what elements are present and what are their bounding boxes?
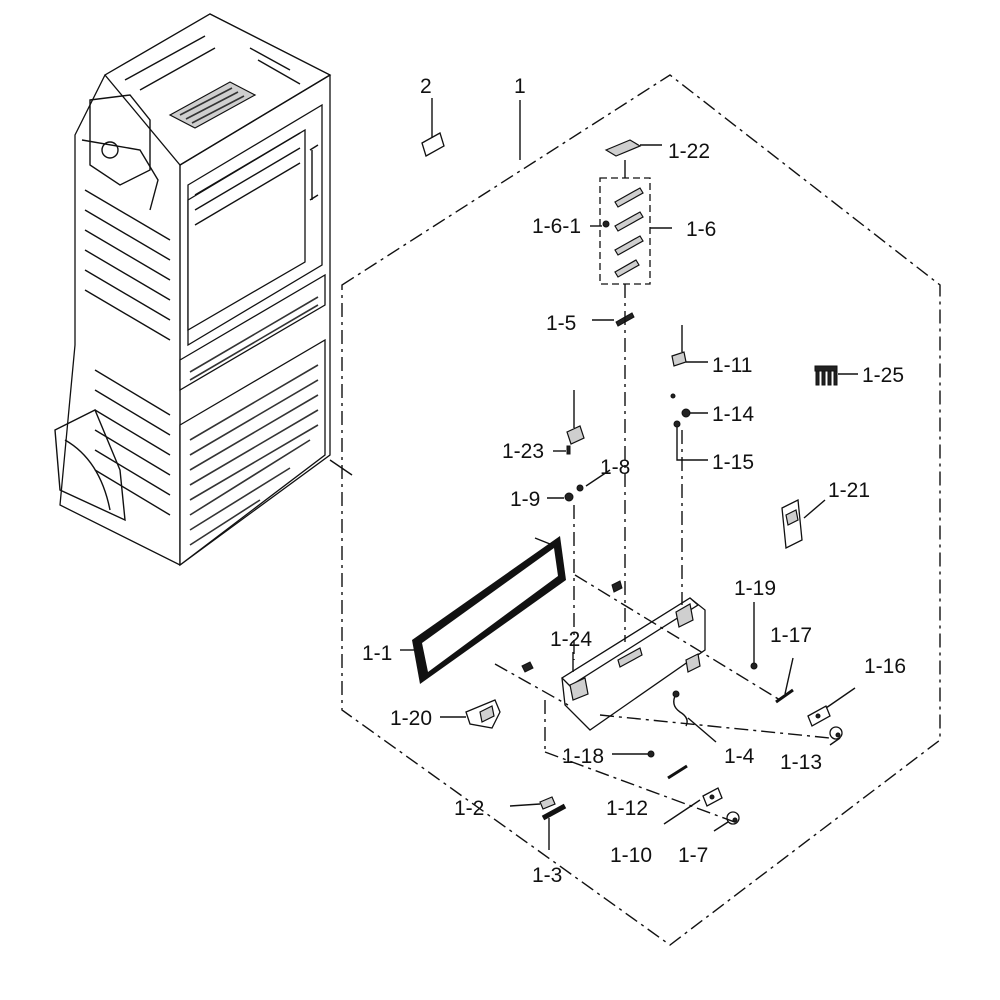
- part-1-7-cap: [726, 811, 740, 825]
- parts: [412, 116, 843, 825]
- label-1-18: 1-18: [562, 745, 604, 768]
- part-1-4-wire: [672, 690, 688, 727]
- label-1-16: 1-16: [864, 655, 906, 678]
- part-1-14-nut: [681, 408, 691, 418]
- part-1-6-1-screw: [602, 220, 610, 228]
- label-1-6-1: 1-6-1: [532, 215, 581, 238]
- label-1-21: 1-21: [828, 479, 870, 502]
- label-1-4: 1-4: [724, 745, 755, 768]
- part-1-2-tab: [539, 796, 556, 810]
- part-1-9-nut: [564, 492, 574, 502]
- part-1-6-strips: [614, 187, 644, 278]
- label-1-7: 1-7: [678, 844, 708, 867]
- part-1-22-pad: [604, 139, 642, 157]
- label-1-17: 1-17: [770, 624, 812, 647]
- part-1-16-bracket: [807, 705, 831, 727]
- label-1: 1: [514, 75, 526, 98]
- assembly-1-boundary: [341, 74, 941, 946]
- label-1-8: 1-8: [600, 456, 630, 479]
- label-1-11: 1-11: [712, 354, 752, 377]
- label-1-1: 1-1: [362, 642, 392, 665]
- label-1-3: 1-3: [532, 864, 562, 887]
- leader-lines: [400, 98, 858, 850]
- part-1-11-screw: [671, 351, 687, 367]
- label-1-20: 1-20: [390, 707, 432, 730]
- label-1-15: 1-15: [712, 451, 754, 474]
- part-1-24-screw: [521, 661, 534, 673]
- label-1-5: 1-5: [546, 312, 576, 335]
- part-1-3-strip: [541, 803, 567, 821]
- label-2: 2: [420, 75, 432, 98]
- label-1-19: 1-19: [734, 577, 776, 600]
- part-1-25-screws: [814, 365, 838, 386]
- part-1-17-rod: [775, 688, 794, 704]
- part-1-20-hinge: [465, 699, 501, 729]
- refrigerator-cabinet: [54, 13, 353, 567]
- label-1-25: 1-25: [862, 364, 904, 387]
- label-1-14: 1-14: [712, 403, 754, 426]
- part-1-13-cap: [829, 726, 843, 740]
- part-door-housing: [560, 597, 706, 731]
- part-1-18-pin: [647, 750, 655, 758]
- label-1-6: 1-6: [686, 218, 716, 241]
- part-1-12-rod: [667, 764, 688, 780]
- part-2-bracket: [421, 116, 445, 157]
- part-1-1-gasket: [412, 536, 566, 684]
- label-1-9: 1-9: [510, 488, 540, 511]
- part-1-23-pin: [566, 425, 585, 445]
- part-1-19-pin: [750, 662, 758, 670]
- label-1-2: 1-2: [454, 797, 484, 820]
- label-1-12: 1-12: [606, 797, 648, 820]
- label-1-23: 1-23: [502, 440, 544, 463]
- label-1-24: 1-24: [550, 628, 592, 651]
- part-1-10-bracket: [702, 787, 723, 807]
- part-1-15-washer: [673, 420, 681, 428]
- part-labels: 2 1 1-22 1-6-1 1-6 1-5 1-11 1-25 1-14 1-…: [362, 75, 906, 887]
- part-1-21-hinge: [781, 498, 803, 550]
- label-1-10: 1-10: [610, 844, 652, 867]
- label-1-13: 1-13: [780, 751, 822, 774]
- label-1-22: 1-22: [668, 140, 710, 163]
